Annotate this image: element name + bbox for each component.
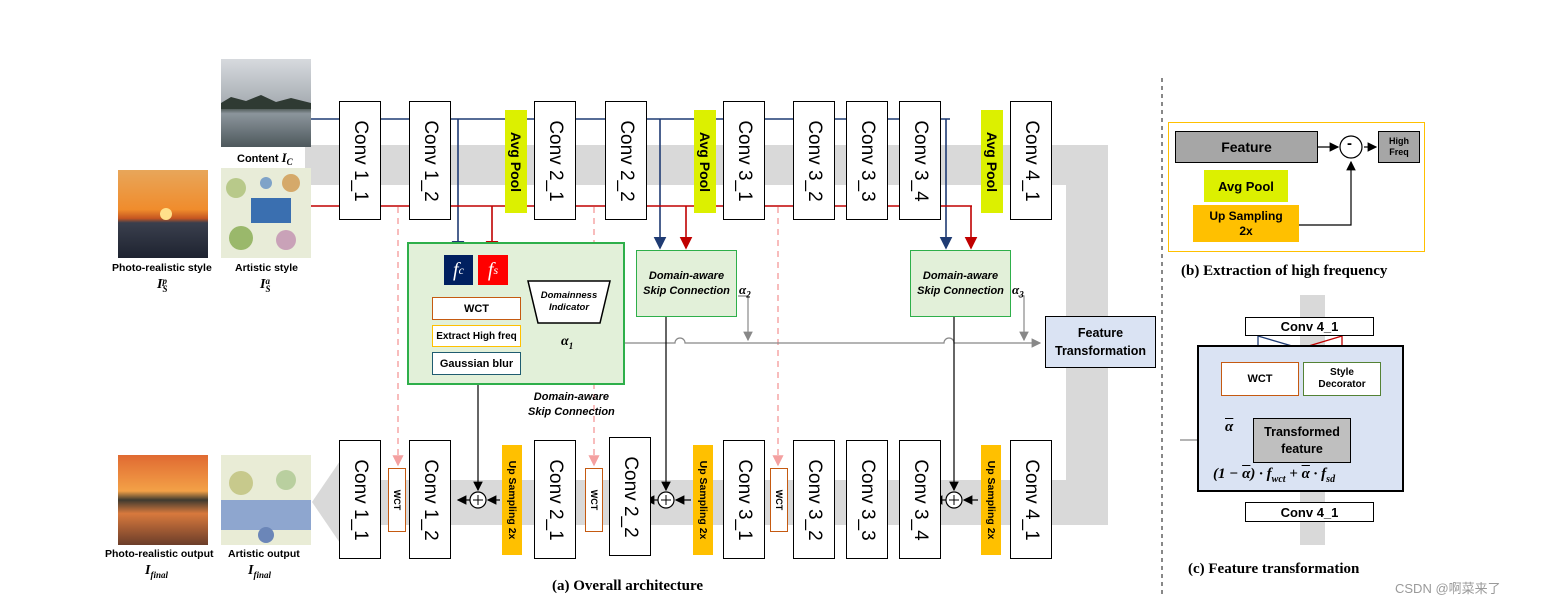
artistic-style-label: Artistic style bbox=[235, 262, 299, 274]
encoder-avg-pool-1: Avg Pool bbox=[505, 110, 527, 213]
minus-circle bbox=[1339, 135, 1363, 159]
avg-pool-box: Avg Pool bbox=[1204, 170, 1288, 202]
feature-box: Feature bbox=[1175, 131, 1318, 163]
artistic-output-image bbox=[221, 455, 311, 545]
content-label: Content IC bbox=[237, 150, 293, 168]
alpha2-arrow bbox=[738, 295, 753, 342]
minus-sign: - bbox=[1347, 135, 1352, 152]
ft-formula: (1 − α) · fwct + α · fsd bbox=[1213, 466, 1336, 485]
decoder-conv3-4: Conv 3_4 bbox=[899, 440, 941, 559]
watermark: CSDN @啊菜来了 bbox=[1395, 581, 1501, 596]
artistic-output-label: Artistic output bbox=[228, 548, 300, 560]
encoder-conv2-2: Conv 2_2 bbox=[605, 101, 647, 220]
photo-output-image bbox=[118, 455, 208, 545]
caption-a: (a) Overall architecture bbox=[552, 578, 704, 594]
artistic-style-image bbox=[221, 168, 311, 258]
adder-1 bbox=[469, 491, 487, 509]
decoder-conv3-2: Conv 3_2 bbox=[793, 440, 835, 559]
decoder-wct-2: WCT bbox=[585, 468, 603, 532]
ft-conv4-1-top: Conv 4_1 bbox=[1245, 317, 1374, 336]
extract-high-freq: Extract High freq bbox=[432, 325, 521, 347]
photo-style-label: Photo-realistic style bbox=[112, 262, 212, 274]
decoder-conv1-1: Conv 1_1 bbox=[339, 440, 381, 559]
decoder-wct-1: WCT bbox=[388, 468, 406, 532]
skip1-wct: WCT bbox=[432, 297, 521, 320]
decoder-conv1-2: Conv 1_2 bbox=[409, 440, 451, 559]
ft-conv4-1-bottom: Conv 4_1 bbox=[1245, 502, 1374, 522]
gaussian-blur: Gaussian blur bbox=[432, 352, 521, 375]
alpha-bar: α bbox=[1225, 419, 1234, 435]
up-to-minus bbox=[1299, 160, 1356, 226]
decoder-conv3-1: Conv 3_1 bbox=[723, 440, 765, 559]
decoder-upsampling-2: Up Sampling 2x bbox=[693, 445, 713, 555]
encoder-conv3-3: Conv 3_3 bbox=[846, 101, 888, 220]
encoder-conv1-1: Conv 1_1 bbox=[339, 101, 381, 220]
alpha-1: α1 bbox=[561, 334, 574, 351]
photo-output-label: Photo-realistic output bbox=[105, 548, 214, 560]
alpha-line bbox=[580, 337, 1042, 348]
encoder-conv2-1: Conv 2_1 bbox=[534, 101, 576, 220]
adder-2 bbox=[657, 491, 675, 509]
photo-output-symbol: Ifinal bbox=[145, 563, 168, 580]
caption-c: (c) Feature transformation bbox=[1188, 561, 1360, 577]
alpha-2: α2 bbox=[739, 282, 751, 300]
adder-3 bbox=[945, 491, 963, 509]
ft-wct: WCT bbox=[1221, 362, 1299, 396]
decoder-conv2-2: Conv 2_2 bbox=[609, 437, 651, 556]
encoder-conv3-4: Conv 3_4 bbox=[899, 101, 941, 220]
encoder-avg-pool-3: Avg Pool bbox=[981, 110, 1003, 213]
encoder-conv3-2: Conv 3_2 bbox=[793, 101, 835, 220]
alpha3-arrow bbox=[1018, 295, 1029, 342]
artistic-output-symbol: Ifinal bbox=[248, 563, 271, 580]
encoder-conv1-2: Conv 1_2 bbox=[409, 101, 451, 220]
decoder-wct-3: WCT bbox=[770, 468, 788, 532]
caption-b: (b) Extraction of high frequency bbox=[1181, 263, 1388, 279]
encoder-conv4-1: Conv 4_1 bbox=[1010, 101, 1052, 220]
flow-band-arrowhead bbox=[312, 458, 342, 546]
photo-style-image bbox=[118, 170, 208, 258]
domainness-indicator-shape bbox=[527, 280, 611, 324]
decoder-conv3-3: Conv 3_3 bbox=[846, 440, 888, 559]
decoder-conv2-1: Conv 2_1 bbox=[534, 440, 576, 559]
decoder-upsampling-1: Up Sampling 2x bbox=[502, 445, 522, 555]
content-image bbox=[221, 59, 311, 147]
decoder-conv4-1: Conv 4_1 bbox=[1010, 440, 1052, 559]
decoder-upsampling-3: Up Sampling 2x bbox=[981, 445, 1001, 555]
alpha-3: α3 bbox=[1012, 282, 1024, 300]
high-freq-panel bbox=[1168, 122, 1425, 252]
encoder-avg-pool-2: Avg Pool bbox=[694, 110, 716, 213]
encoder-conv3-1: Conv 3_1 bbox=[723, 101, 765, 220]
